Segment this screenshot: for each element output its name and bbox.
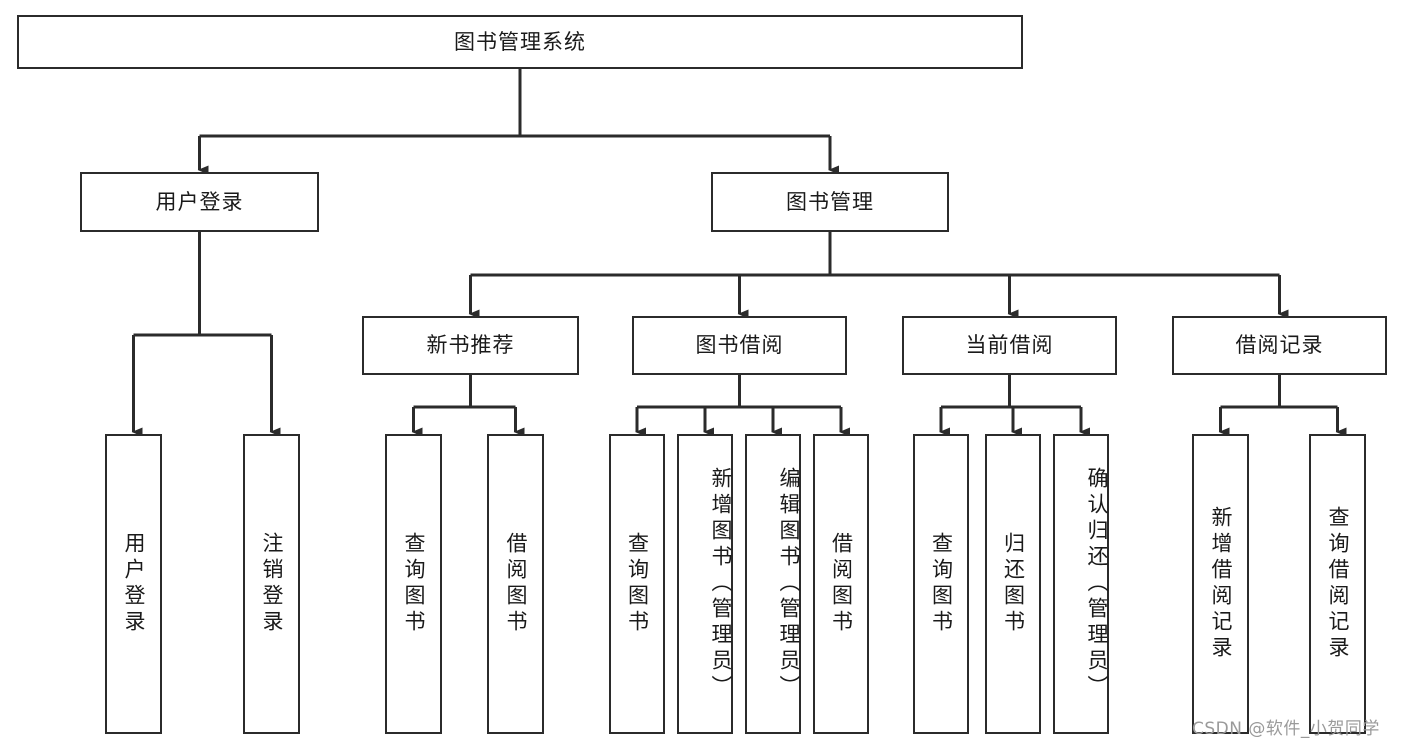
node-leaf-rec-query2[interactable]: 查询借阅记录 [1309, 434, 1366, 734]
csdn-watermark: CSDN @软件_小贺同学 [1192, 719, 1380, 739]
node-book-manage[interactable]: 图书管理 [711, 172, 949, 232]
node-label: 编辑图书（管理员） [777, 467, 801, 701]
node-label: 查询图书 [929, 532, 954, 636]
node-label: 归还图书 [1001, 532, 1026, 636]
node-label: 注销登录 [260, 532, 284, 636]
node-label: 确认归还（管理员） [1085, 467, 1109, 701]
node-leaf-user-login[interactable]: 用户登录 [105, 434, 162, 734]
node-label: 借阅记录 [1235, 333, 1324, 357]
node-leaf-book-add[interactable]: 新增图书（管理员） [677, 434, 733, 734]
node-leaf-cur-return[interactable]: 归还图书 [985, 434, 1041, 734]
node-user-login[interactable]: 用户登录 [80, 172, 319, 232]
node-label: 用户登录 [122, 532, 146, 636]
node-leaf-cur-confirm[interactable]: 确认归还（管理员） [1053, 434, 1109, 734]
node-label: 借阅图书 [829, 532, 854, 636]
node-leaf-rec-add[interactable]: 新增借阅记录 [1192, 434, 1249, 734]
node-label: 图书管理系统 [454, 29, 586, 54]
node-label: 新增借阅记录 [1209, 506, 1233, 662]
node-label: 查询借阅记录 [1326, 506, 1350, 662]
node-label: 新书推荐 [426, 333, 515, 357]
node-book-borrow[interactable]: 图书借阅 [632, 316, 847, 375]
node-label: 查询图书 [402, 532, 426, 636]
node-leaf-cur-query[interactable]: 查询图书 [913, 434, 969, 734]
node-leaf-book-edit[interactable]: 编辑图书（管理员） [745, 434, 801, 734]
node-leaf-rec-borrow[interactable]: 借阅图书 [487, 434, 544, 734]
node-label: 用户登录 [155, 189, 244, 214]
node-root[interactable]: 图书管理系统 [17, 15, 1023, 69]
node-label: 图书管理 [786, 189, 874, 214]
node-leaf-book-borrow[interactable]: 借阅图书 [813, 434, 869, 734]
node-label: 图书借阅 [695, 333, 784, 357]
node-leaf-borrow-query[interactable]: 查询图书 [609, 434, 665, 734]
node-current-borrow[interactable]: 当前借阅 [902, 316, 1117, 375]
node-leaf-rec-query[interactable]: 查询图书 [385, 434, 442, 734]
node-label: 新增图书（管理员） [709, 467, 733, 701]
node-label: 查询图书 [625, 532, 650, 636]
node-leaf-user-logout[interactable]: 注销登录 [243, 434, 300, 734]
node-new-book-rec[interactable]: 新书推荐 [362, 316, 579, 375]
node-borrow-record[interactable]: 借阅记录 [1172, 316, 1387, 375]
node-label: 借阅图书 [504, 532, 528, 636]
node-label: 当前借阅 [965, 333, 1054, 357]
